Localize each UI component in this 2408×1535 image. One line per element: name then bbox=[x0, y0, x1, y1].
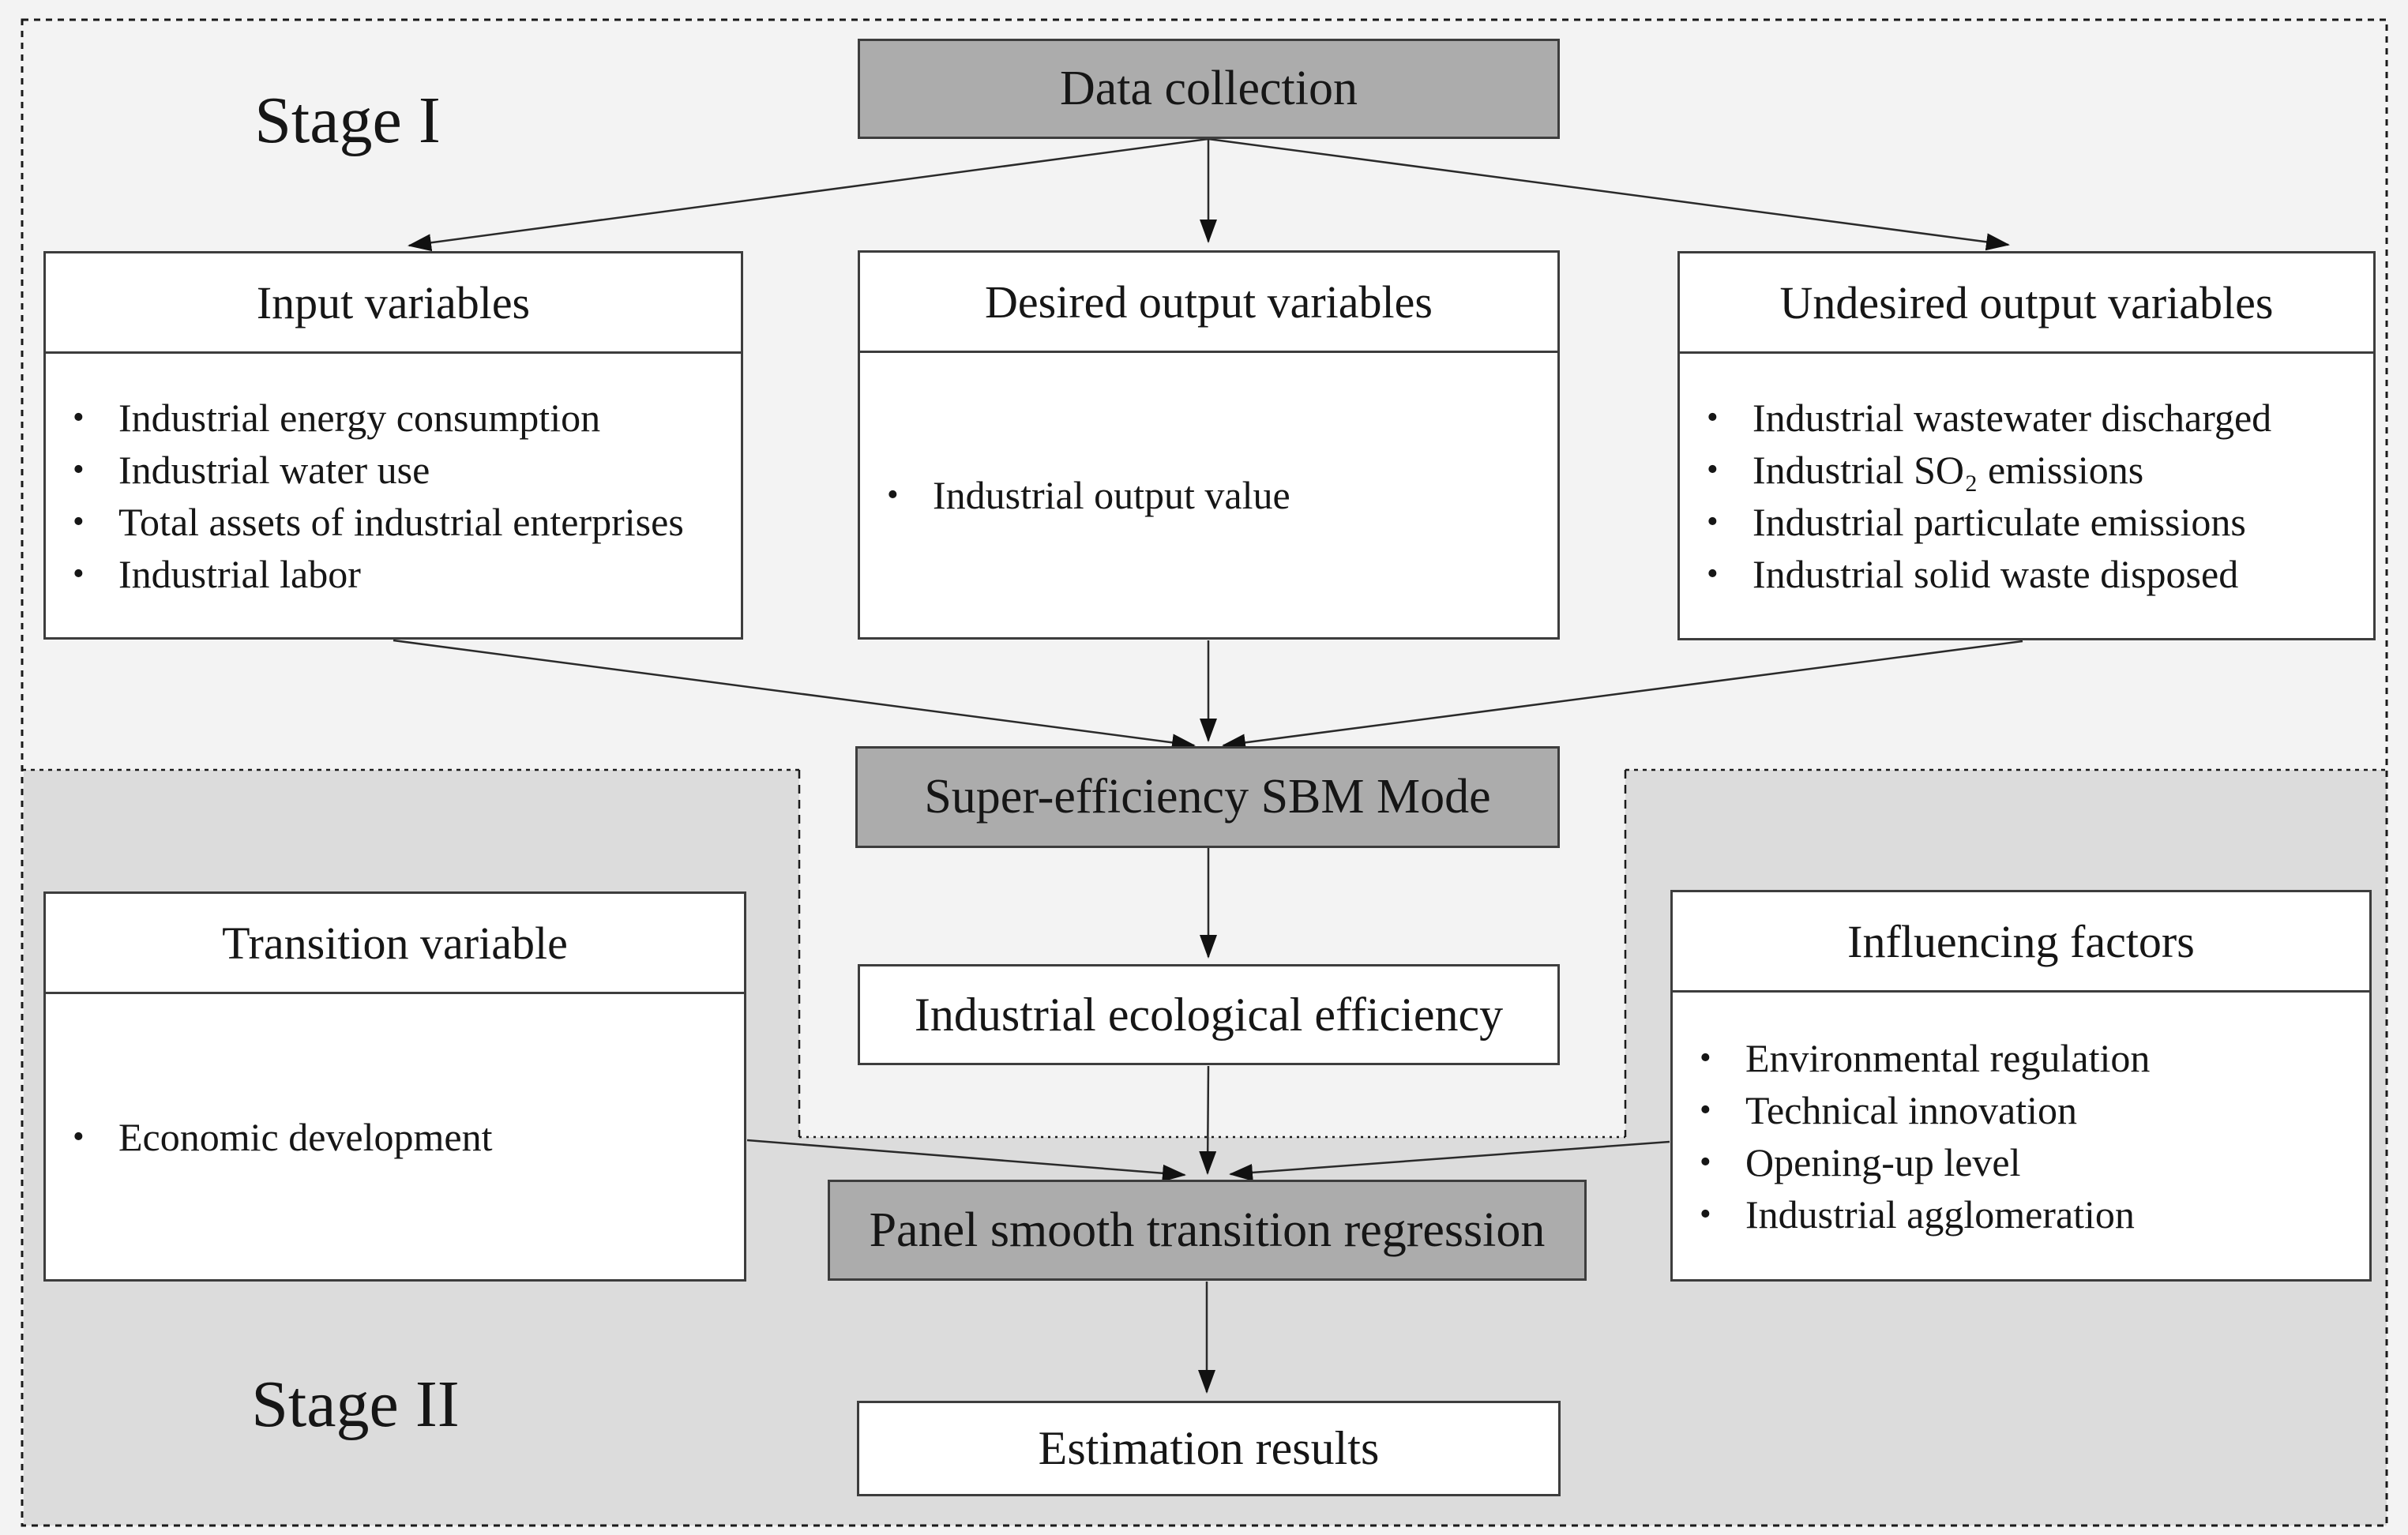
list-item: • Industrial wastewater discharged bbox=[1707, 392, 2353, 444]
list-item: • Economic development bbox=[73, 1111, 723, 1163]
node-desired-output-variables: Desired output variables • Industrial ou… bbox=[858, 250, 1560, 640]
arrow-influencing-to-pstr bbox=[1229, 1140, 1670, 1181]
list-item: • Industrial output value bbox=[887, 469, 1537, 521]
arrow-transition-to-pstr bbox=[746, 1139, 1186, 1182]
node-estimation-results: Estimation results bbox=[857, 1401, 1561, 1496]
outer-dashed-border bbox=[21, 18, 2388, 1527]
bullet-icon: • bbox=[1707, 504, 1719, 540]
bullet-icon: • bbox=[1707, 400, 1719, 436]
node-industrial-ecological-efficiency: Industrial ecological efficiency bbox=[858, 964, 1560, 1065]
bullet-icon: • bbox=[1700, 1195, 1711, 1233]
node-label: Data collection bbox=[1060, 62, 1358, 115]
node-item-list: • Environmental regulation • Technical i… bbox=[1673, 993, 2369, 1279]
arrow-undesired-to-sbm bbox=[1222, 640, 2023, 752]
list-item: • Opening-up level bbox=[1700, 1136, 2349, 1188]
node-super-efficiency-sbm-model: Super-efficiency SBM Mode bbox=[855, 746, 1560, 848]
list-item: • Total assets of industrial enterprises bbox=[73, 496, 720, 548]
list-item: • Industrial water use bbox=[73, 444, 720, 496]
list-item: • Industrial labor bbox=[73, 548, 720, 600]
list-item: • Industrial particulate emissions bbox=[1707, 496, 2353, 548]
node-influencing-factors: Influencing factors • Environmental regu… bbox=[1670, 890, 2372, 1282]
node-item-list: • Industrial energy consumption • Indust… bbox=[46, 354, 741, 637]
arrow-datacollection-to-undesired bbox=[1208, 137, 2010, 251]
bullet-icon: • bbox=[1700, 1143, 1711, 1180]
list-item: • Industrial agglomeration bbox=[1700, 1188, 2349, 1240]
bullet-icon: • bbox=[73, 555, 85, 592]
bullet-icon: • bbox=[887, 477, 899, 513]
list-item: • Industrial energy consumption bbox=[73, 392, 720, 444]
bullet-icon: • bbox=[73, 399, 85, 436]
node-title: Input variables bbox=[46, 253, 741, 354]
node-item-list: • Economic development bbox=[46, 994, 744, 1279]
bullet-icon: • bbox=[73, 1118, 85, 1155]
list-item: • Industrial SO₂ emissions bbox=[1707, 444, 2353, 496]
list-item: • Technical innovation bbox=[1700, 1084, 2349, 1136]
node-label: Industrial ecological efficiency bbox=[914, 988, 1504, 1041]
node-item-list: • Industrial wastewater discharged • Ind… bbox=[1680, 354, 2373, 638]
node-label: Panel smooth transition regression bbox=[869, 1203, 1546, 1257]
node-title: Transition variable bbox=[46, 894, 744, 994]
bullet-icon: • bbox=[73, 503, 85, 540]
node-title: Influencing factors bbox=[1673, 892, 2369, 993]
node-input-variables: Input variables • Industrial energy cons… bbox=[43, 251, 743, 640]
node-label: Super-efficiency SBM Mode bbox=[924, 770, 1491, 824]
node-label: Estimation results bbox=[1038, 1422, 1380, 1474]
node-title: Desired output variables bbox=[860, 253, 1557, 353]
node-transition-variable: Transition variable • Economic developme… bbox=[43, 891, 746, 1282]
stage1-label: Stage I bbox=[254, 83, 441, 157]
arrow-datacollection-to-input bbox=[408, 137, 1209, 252]
list-item: • Environmental regulation bbox=[1700, 1032, 2349, 1084]
bullet-icon: • bbox=[1700, 1091, 1711, 1128]
node-panel-smooth-transition-regression: Panel smooth transition regression bbox=[828, 1180, 1587, 1281]
bullet-icon: • bbox=[73, 451, 85, 488]
node-undesired-output-variables: Undesired output variables • Industrial … bbox=[1677, 251, 2376, 640]
bullet-icon: • bbox=[1700, 1039, 1711, 1076]
stage2-label: Stage II bbox=[251, 1367, 460, 1441]
node-title: Undesired output variables bbox=[1680, 253, 2373, 354]
arrow-input-to-sbm bbox=[393, 639, 1196, 752]
bullet-icon: • bbox=[1707, 452, 1719, 488]
node-data-collection: Data collection bbox=[858, 39, 1560, 139]
bullet-icon: • bbox=[1707, 556, 1719, 592]
list-item: • Industrial solid waste disposed bbox=[1707, 548, 2353, 600]
node-item-list: • Industrial output value bbox=[860, 353, 1557, 637]
